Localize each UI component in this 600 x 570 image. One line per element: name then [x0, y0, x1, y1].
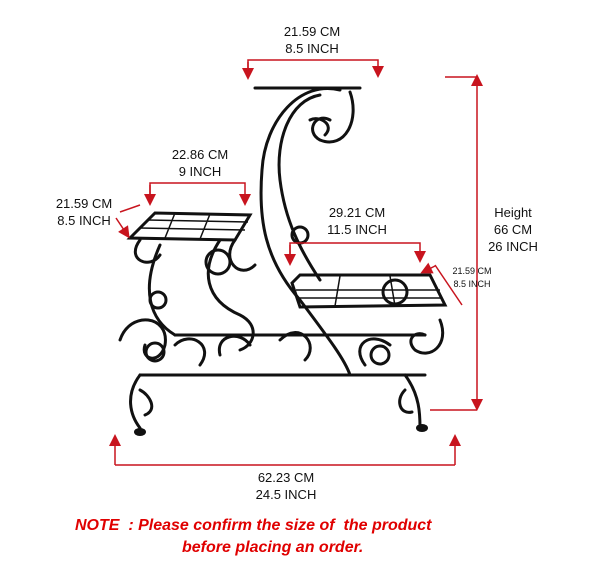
right-shelf-depth-cm: 21.59 CM — [452, 266, 491, 276]
height-cm: 66 CM — [494, 222, 532, 237]
plant-stand-illustration — [118, 86, 448, 436]
left-shelf-width-cm: 22.86 CM — [172, 147, 228, 162]
right-shelf-width-inch: 11.5 INCH — [327, 222, 387, 237]
right-shelf-width-cm: 29.21 CM — [329, 205, 385, 220]
top-width-inch: 8.5 INCH — [285, 41, 338, 56]
left-shelf-width-inch: 9 INCH — [179, 164, 222, 179]
right-shelf-depth-inch: 8.5 INCH — [453, 279, 490, 289]
height-label: Height — [494, 205, 532, 220]
total-width-inch: 24.5 INCH — [256, 487, 317, 502]
left-shelf-depth-cm: 21.59 CM — [56, 196, 112, 211]
top-width-cm: 21.59 CM — [284, 24, 340, 39]
dimension-lines — [109, 59, 483, 466]
height-inch: 26 INCH — [488, 239, 538, 254]
total-width-cm: 62.23 CM — [258, 470, 314, 485]
note-line-2: before placing an order. — [182, 539, 363, 556]
note-line-1: NOTE : Please confirm the size of the pr… — [75, 517, 432, 534]
left-shelf-depth-inch: 8.5 INCH — [57, 213, 110, 228]
